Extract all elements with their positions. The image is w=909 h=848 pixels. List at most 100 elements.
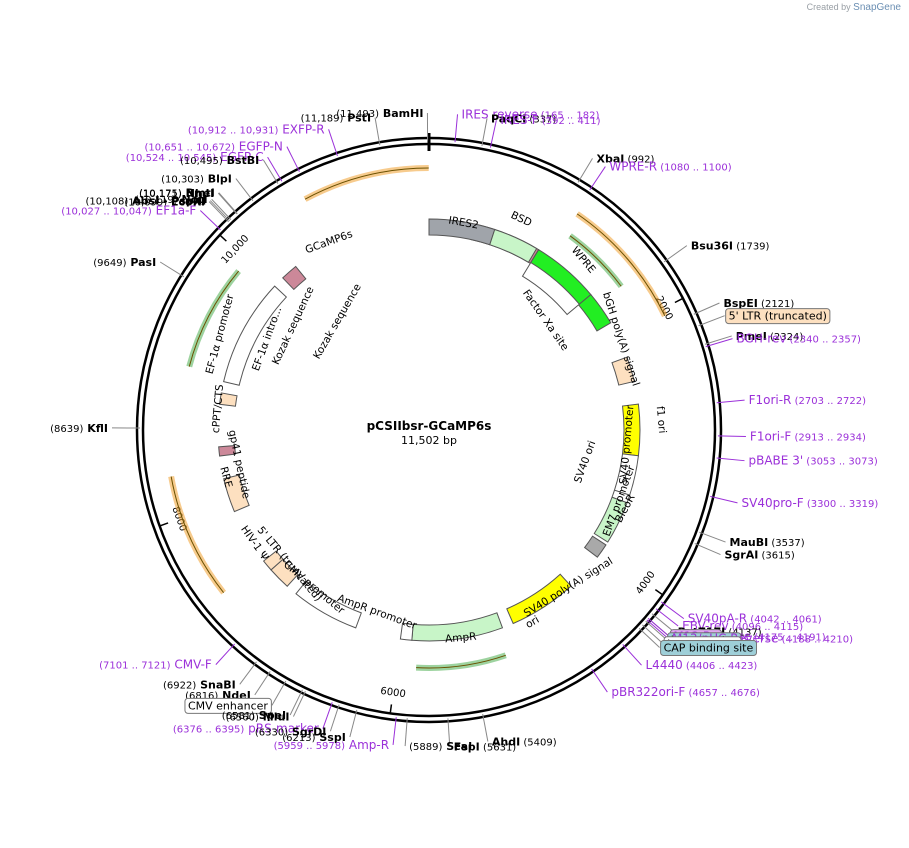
feature-cppt-cts xyxy=(219,392,238,407)
site-label-part: MluI xyxy=(259,711,289,724)
leader-line xyxy=(642,624,664,645)
site-label-part: (5959 .. 5978) xyxy=(274,741,346,752)
leader-line xyxy=(289,689,303,716)
feature-bsd xyxy=(489,228,538,263)
site-label: (10,651 .. 10,672) EGFP-N xyxy=(144,140,282,154)
site-label: (6922) SnaBI xyxy=(163,678,236,691)
site-label-part: (6816) xyxy=(185,691,218,702)
site-label: (10,119) NotI xyxy=(135,193,208,206)
site-label-part: PasI xyxy=(127,256,157,269)
site-label-part: (4096 .. 4115) xyxy=(729,622,804,633)
leader-line xyxy=(638,627,660,648)
leader-line xyxy=(716,457,745,462)
site-label-part: (2340 .. 2357) xyxy=(786,335,861,346)
site-label: (8639) KflI xyxy=(50,422,108,435)
leader-line xyxy=(254,671,271,696)
leader-line xyxy=(589,166,606,191)
leader-line xyxy=(704,335,732,345)
feature-shapes xyxy=(218,218,641,642)
site-label-part: PmeI xyxy=(736,330,767,343)
site-label-part: pRS-marker xyxy=(244,722,319,736)
site-label-part: BGH-rev xyxy=(737,332,787,346)
leader-line xyxy=(489,120,497,148)
feature-ori xyxy=(506,573,572,625)
site-label-part: (992) xyxy=(624,154,654,165)
site-label-part: BspEI xyxy=(723,297,757,310)
leader-line xyxy=(447,718,451,747)
site-label-part: (10,119) xyxy=(135,195,178,206)
orf-arc-line xyxy=(569,235,622,287)
site-label: XbaI (992) xyxy=(596,152,654,165)
leader-line xyxy=(716,399,745,404)
leader-line xyxy=(646,619,669,639)
site-label: L4440 (4406 .. 4423) xyxy=(646,658,758,672)
leader-line xyxy=(292,691,306,717)
site-label-part: (4657 .. 4676) xyxy=(685,688,760,699)
site-label-part: (1080 .. 1100) xyxy=(657,163,732,174)
feature-name-label: f1 ori xyxy=(654,406,668,434)
site-label-part: (10,108) xyxy=(86,197,129,208)
site-label: (10,171) NheI xyxy=(139,187,214,200)
leader-line xyxy=(262,159,279,184)
site-label-part: (5889) xyxy=(409,742,442,753)
site-label-part: SgrDI xyxy=(288,725,326,738)
plasmid-name: pCSIIbsr-GCaMP6s xyxy=(367,419,492,433)
leader-line xyxy=(694,543,721,556)
site-label: (10,027 .. 10,047) EF1a-F xyxy=(61,203,196,217)
site-label: F1ori-R (2703 .. 2722) xyxy=(749,393,867,407)
site-label-part: EXFP-R xyxy=(278,122,324,136)
site-label-part: IRES-F xyxy=(500,113,538,127)
site-label: MauBI (3537) xyxy=(730,536,805,549)
tick-mark xyxy=(389,704,393,713)
leader-line xyxy=(217,192,238,215)
site-label-part: CMV enhancer xyxy=(188,699,268,712)
site-label-part: SV40pA-R xyxy=(688,612,747,626)
label-leaders xyxy=(112,113,746,747)
feature-name-label: SV40 poly(A) signal xyxy=(522,555,615,620)
leader-line xyxy=(271,680,287,706)
orf-arc-line xyxy=(304,167,429,200)
site-label-part: (11,493) xyxy=(336,109,379,120)
site-label-part: EcoRI xyxy=(167,196,205,209)
site-label: PaqCI (337) xyxy=(491,112,556,125)
leader-line xyxy=(647,617,670,637)
site-label: IRES-F (392 .. 411) xyxy=(500,113,600,127)
site-label: SV40pro-F (3300 .. 3319) xyxy=(742,496,879,510)
leader-line xyxy=(267,156,283,182)
leader-line xyxy=(349,709,358,738)
leader-line xyxy=(208,201,229,223)
feature-name-label: Kozak sequence xyxy=(311,282,364,361)
site-label-part: (8639) xyxy=(50,424,83,435)
leader-line xyxy=(481,118,488,146)
site-label-part: EGFP-C xyxy=(216,150,263,164)
leader-line xyxy=(215,643,236,665)
site-label-part: (10,171) xyxy=(139,189,182,200)
leader-line xyxy=(699,531,726,543)
site-label-part: SpeI xyxy=(255,709,286,722)
site-label-part: (3300 .. 3319) xyxy=(804,499,879,510)
site-label: WPRE-R (1080 .. 1100) xyxy=(609,160,731,174)
site-label-part: PstI xyxy=(343,112,371,125)
snapgene-credit: Created by SnapGene xyxy=(807,2,901,13)
site-label: BGH-rev (2340 .. 2357) xyxy=(737,332,862,346)
site-label-part: SV40pro-F xyxy=(742,496,804,510)
orf-arc xyxy=(303,165,429,202)
site-label: Bsu36I (1739) xyxy=(691,240,770,253)
feature-name-label: RRE xyxy=(217,465,234,489)
site-label: (10,912 .. 10,931) EXFP-R xyxy=(188,122,325,136)
site-label: (10,108) AbsI - PspXI xyxy=(86,195,207,208)
site-label-part: FspI xyxy=(454,740,480,753)
site-label-part: BmtI xyxy=(182,187,215,200)
feature-name-label: GCaMP6s xyxy=(304,228,355,256)
feature-ef-1-promoter xyxy=(223,285,288,386)
site-label: (10,099) EcoRI xyxy=(124,196,205,209)
site-label-part: (2703 .. 2722) xyxy=(791,396,866,407)
leader-line xyxy=(392,717,397,746)
site-label: CAP binding site xyxy=(664,642,754,655)
leader-line xyxy=(454,114,459,143)
leader-line xyxy=(577,158,593,183)
site-label-part: SgrAI xyxy=(724,549,758,562)
site-label-part: pBR322ori-F xyxy=(611,685,685,699)
site-label-part: (10,651 .. 10,672) xyxy=(144,143,235,154)
